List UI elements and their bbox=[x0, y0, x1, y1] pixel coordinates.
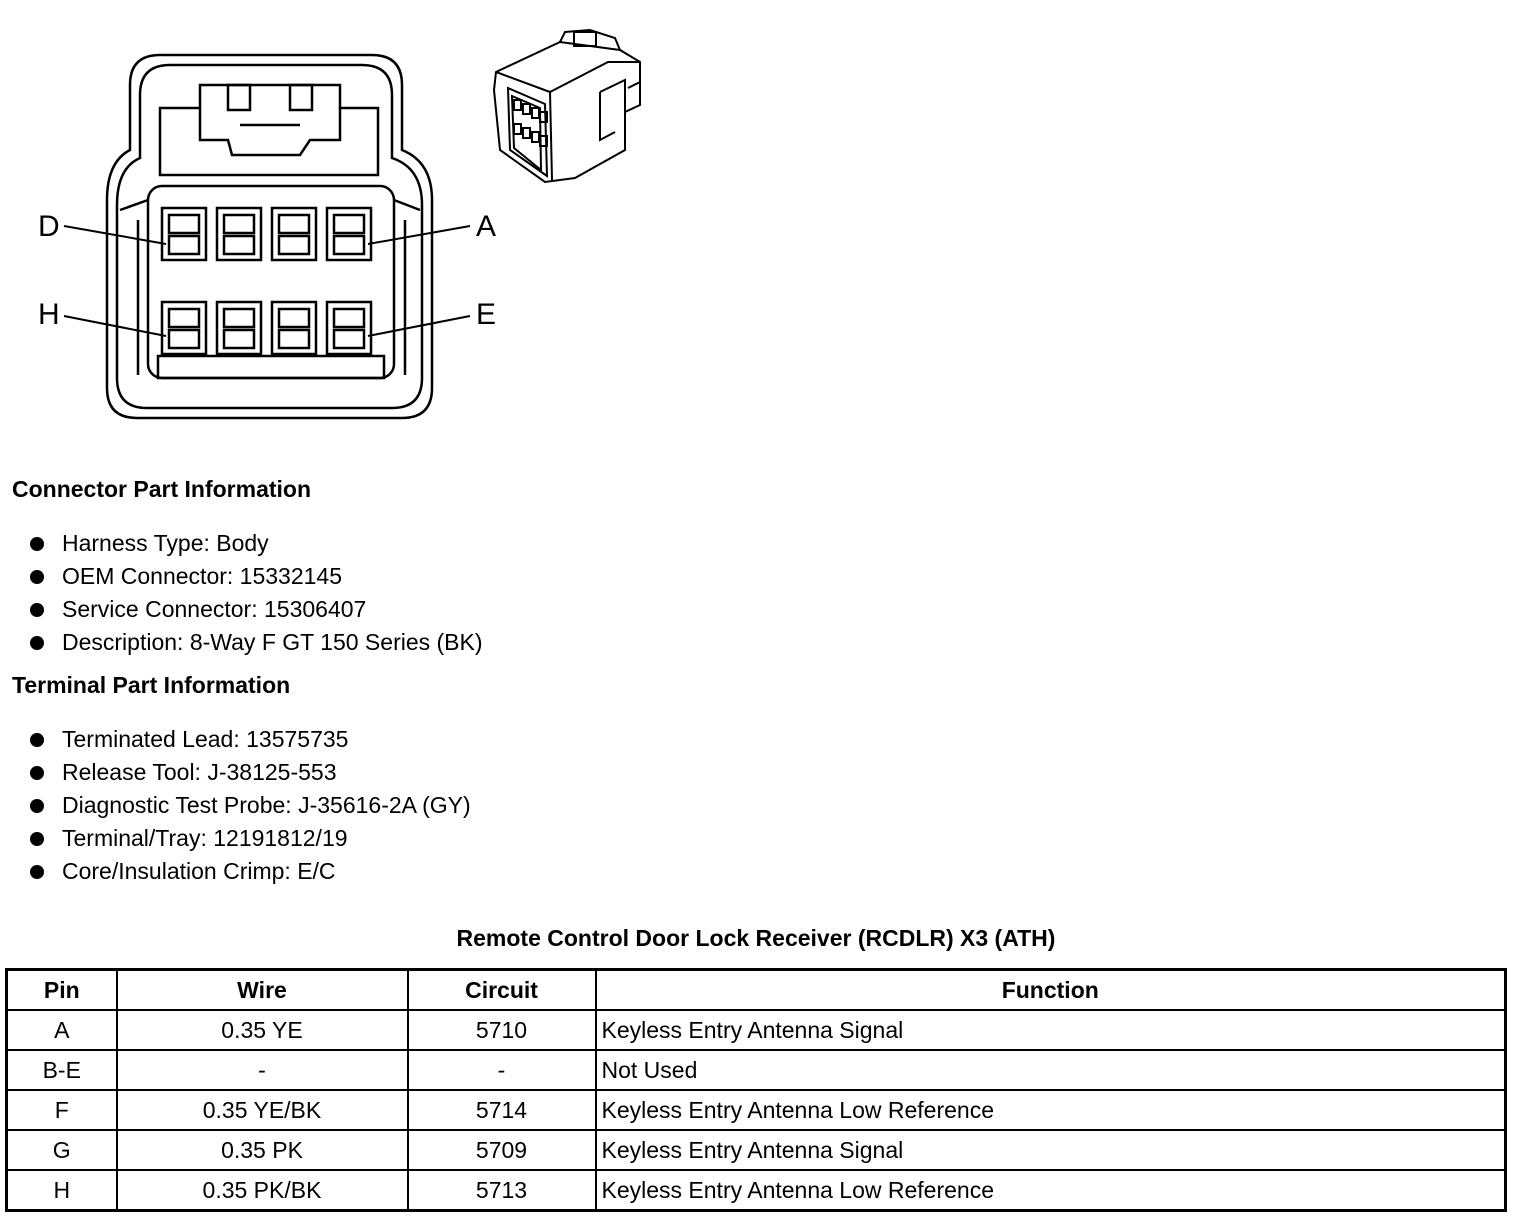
cell-pin: F bbox=[5, 1089, 118, 1131]
table-row: G 0.35 PK 5709 Keyless Entry Antenna Sig… bbox=[5, 1129, 1507, 1171]
pin-label-a: A bbox=[476, 210, 496, 243]
list-item: Release Tool: J-38125-553 bbox=[28, 756, 471, 789]
pin-label-d: D bbox=[38, 210, 60, 243]
list-item: Terminated Lead: 13575735 bbox=[28, 723, 471, 756]
cell-wire: - bbox=[115, 1049, 409, 1091]
terminal-part-info-list: Terminated Lead: 13575735 Release Tool: … bbox=[28, 723, 471, 888]
pinout-table-caption: Remote Control Door Lock Receiver (RCDLR… bbox=[456, 925, 1056, 951]
header-circuit: Circuit bbox=[406, 968, 597, 1011]
header-pin: Pin bbox=[5, 968, 118, 1011]
list-item: Terminal/Tray: 12191812/19 bbox=[28, 822, 471, 855]
connector-face-view: D A H E bbox=[38, 53, 496, 420]
cell-circuit: 5709 bbox=[406, 1129, 597, 1171]
cell-pin: G bbox=[5, 1129, 118, 1171]
cell-function: Keyless Entry Antenna Signal bbox=[594, 1009, 1507, 1051]
cell-function: Keyless Entry Antenna Signal bbox=[594, 1129, 1507, 1171]
list-item: Diagnostic Test Probe: J-35616-2A (GY) bbox=[28, 789, 471, 822]
list-item: Service Connector: 15306407 bbox=[28, 593, 483, 626]
terminal-row-bottom bbox=[160, 300, 373, 356]
table-row: H 0.35 PK/BK 5713 Keyless Entry Antenna … bbox=[5, 1169, 1507, 1212]
list-item: Harness Type: Body bbox=[28, 527, 483, 560]
list-item: OEM Connector: 15332145 bbox=[28, 560, 483, 593]
cell-circuit: - bbox=[406, 1049, 597, 1091]
terminal-row-top bbox=[160, 206, 373, 262]
cell-pin: B-E bbox=[5, 1049, 118, 1091]
connector-diagram: D A H E bbox=[38, 28, 641, 420]
cell-circuit: 5710 bbox=[406, 1009, 597, 1051]
terminal-part-info-heading: Terminal Part Information bbox=[12, 672, 291, 698]
pin-label-h: H bbox=[38, 298, 60, 331]
list-item: Core/Insulation Crimp: E/C bbox=[28, 855, 471, 888]
connector-part-info-list: Harness Type: Body OEM Connector: 153321… bbox=[28, 527, 483, 659]
cell-pin: H bbox=[5, 1169, 118, 1212]
cell-wire: 0.35 YE/BK bbox=[115, 1089, 409, 1131]
pin-label-e: E bbox=[476, 298, 496, 331]
table-row: A 0.35 YE 5710 Keyless Entry Antenna Sig… bbox=[5, 1009, 1507, 1051]
list-item: Description: 8-Way F GT 150 Series (BK) bbox=[28, 626, 483, 659]
cell-function: Not Used bbox=[594, 1049, 1507, 1091]
cell-wire: 0.35 YE bbox=[115, 1009, 409, 1051]
cell-wire: 0.35 PK bbox=[115, 1129, 409, 1171]
cell-function: Keyless Entry Antenna Low Reference bbox=[594, 1169, 1507, 1212]
pinout-table: Pin Wire Circuit Function A 0.35 YE 5710… bbox=[5, 968, 1507, 1212]
cell-wire: 0.35 PK/BK bbox=[115, 1169, 409, 1212]
connector-part-info-heading: Connector Part Information bbox=[12, 476, 312, 502]
connector-isometric-view bbox=[492, 28, 641, 184]
table-row: F 0.35 YE/BK 5714 Keyless Entry Antenna … bbox=[5, 1089, 1507, 1131]
cell-circuit: 5714 bbox=[406, 1089, 597, 1131]
cell-circuit: 5713 bbox=[406, 1169, 597, 1212]
cell-function: Keyless Entry Antenna Low Reference bbox=[594, 1089, 1507, 1131]
cell-pin: A bbox=[5, 1009, 118, 1051]
header-wire: Wire bbox=[115, 968, 409, 1011]
table-header-row: Pin Wire Circuit Function bbox=[5, 968, 1507, 1011]
table-row: B-E - - Not Used bbox=[5, 1049, 1507, 1091]
header-function: Function bbox=[594, 968, 1507, 1011]
